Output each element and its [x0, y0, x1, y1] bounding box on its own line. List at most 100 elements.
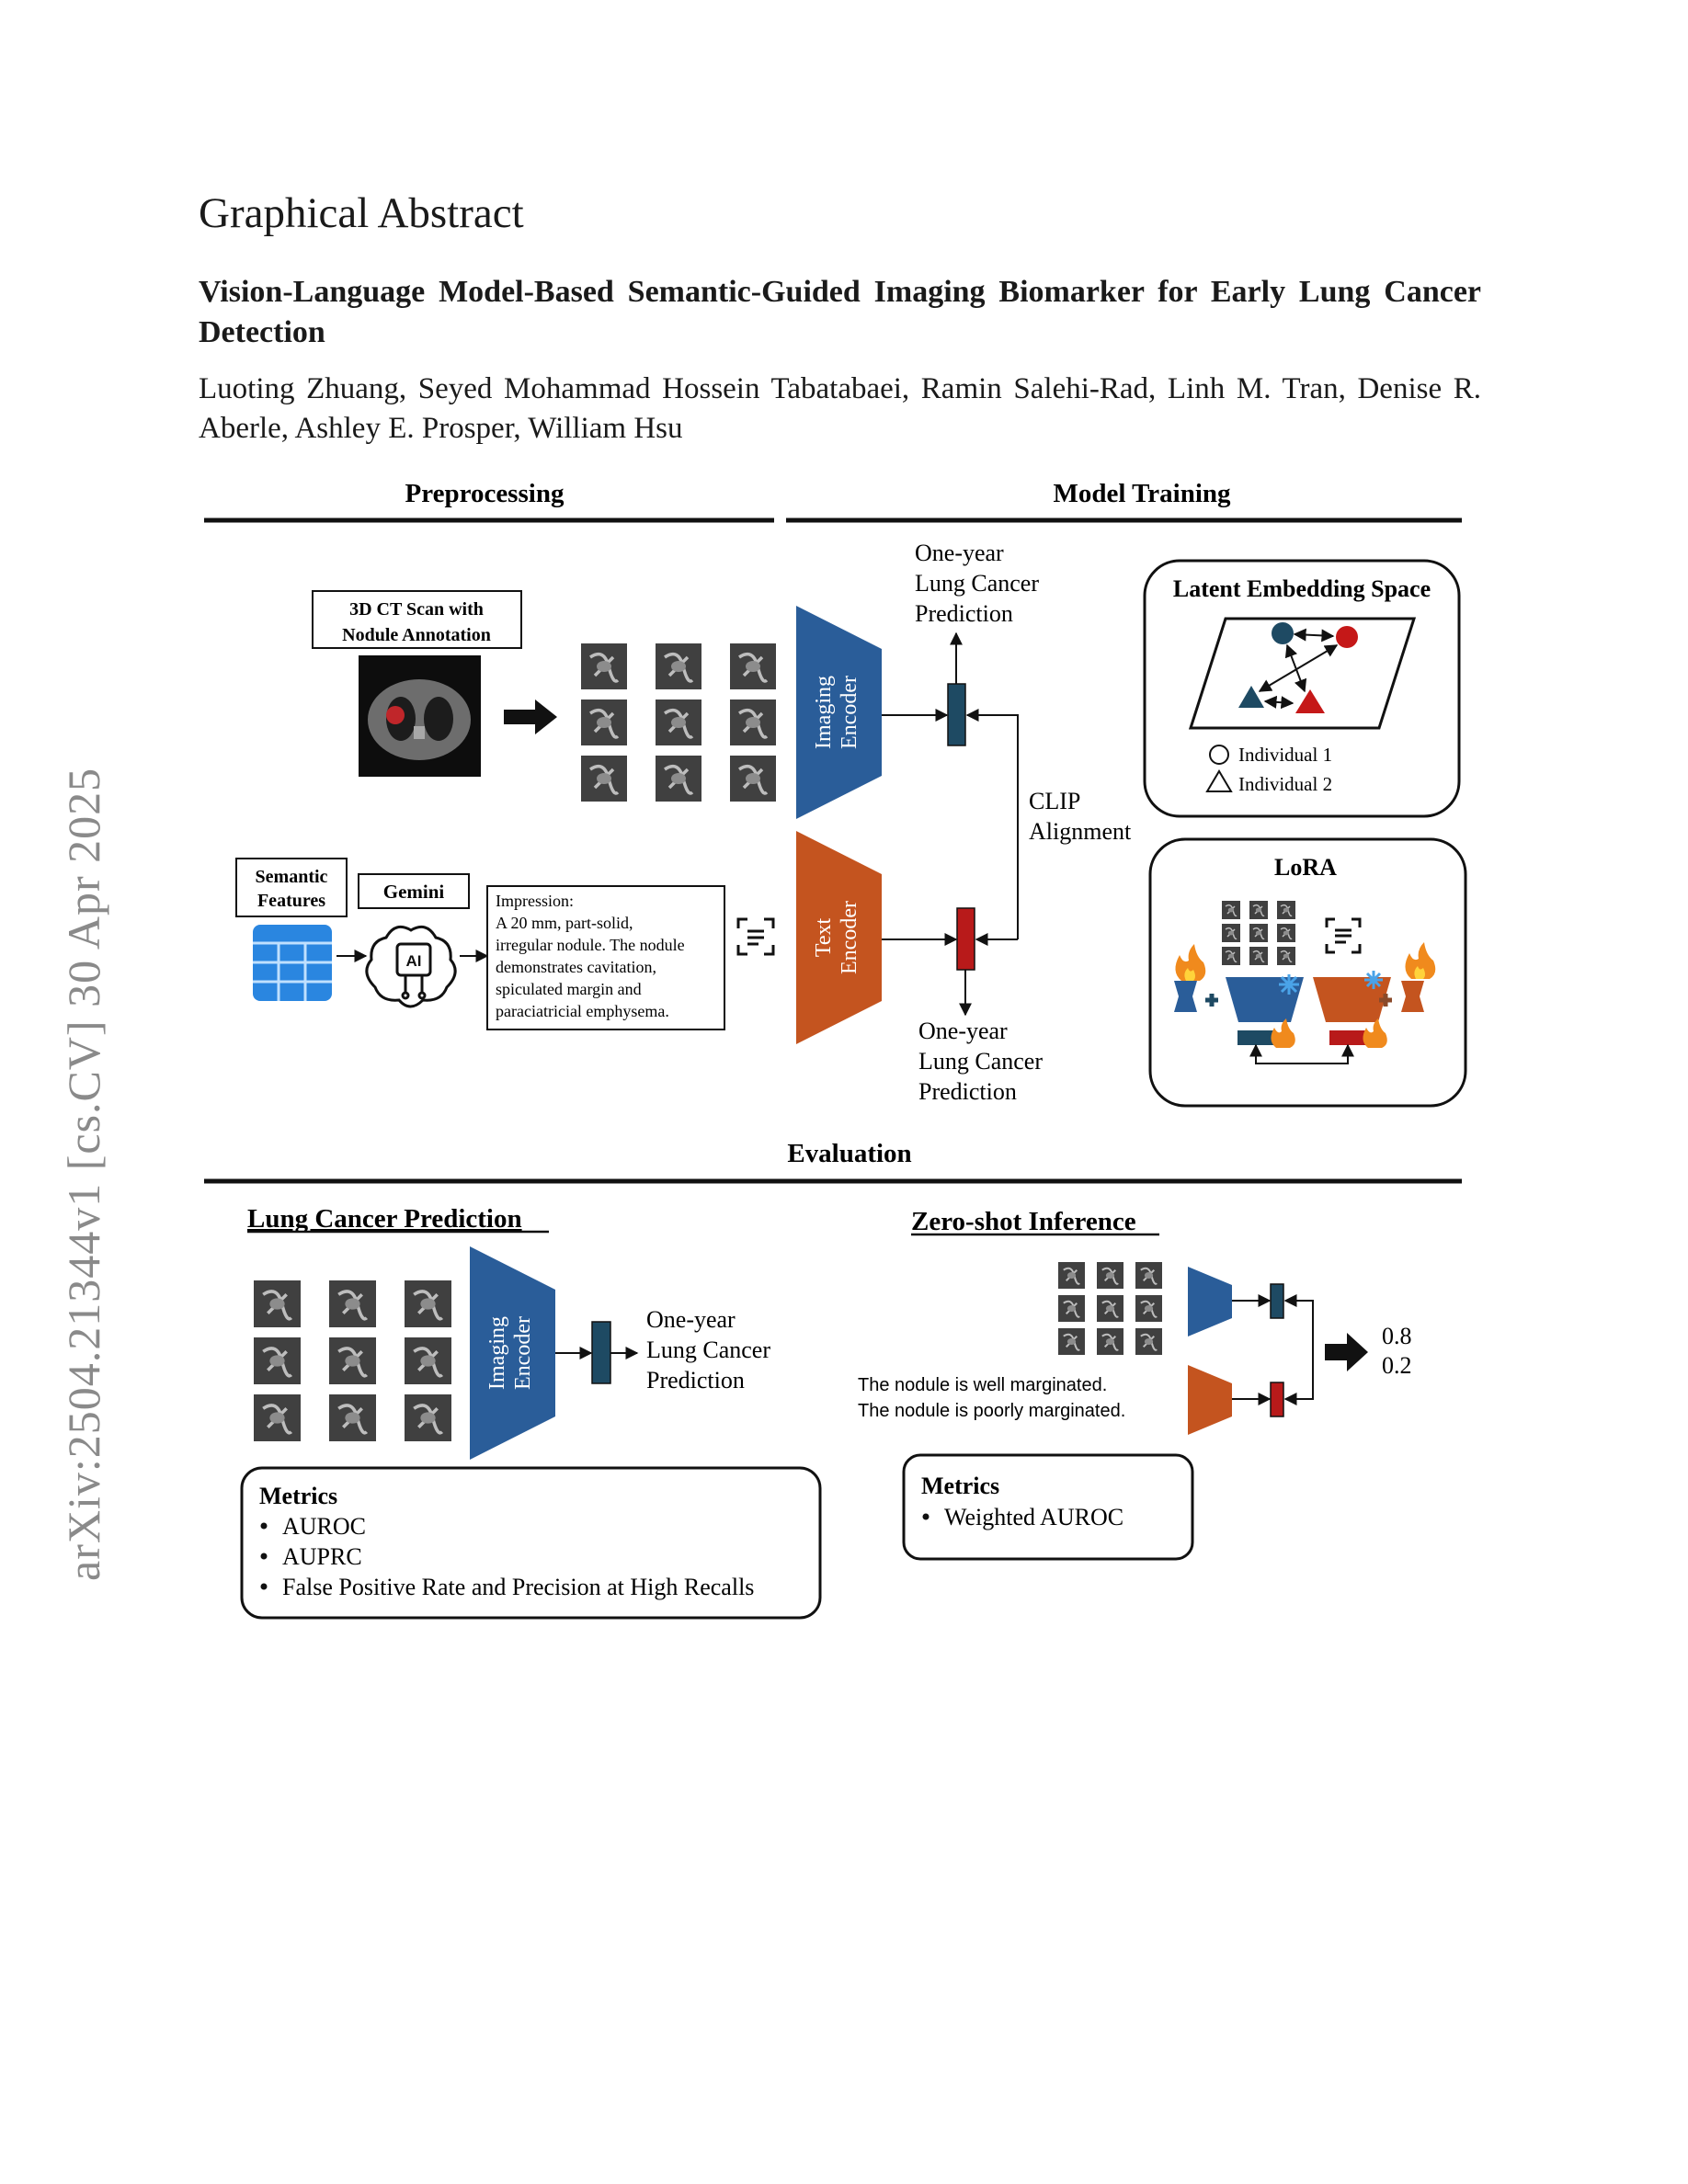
svg-text:AUPRC: AUPRC	[282, 1543, 362, 1570]
triangle-legend-icon	[1205, 769, 1233, 792]
nodule-patch-thumbnail	[1135, 1262, 1162, 1289]
nodule-patch-grid	[581, 643, 776, 802]
zs-image-embedding	[1270, 1283, 1284, 1319]
nodule-patch-thumbnail	[1097, 1328, 1123, 1355]
svg-text:Encoder: Encoder	[511, 1316, 535, 1390]
nodule-patch-thumbnail	[1277, 924, 1295, 942]
svg-text:Features: Features	[257, 891, 325, 911]
svg-text:Prediction: Prediction	[646, 1367, 745, 1393]
svg-text:Individual 1: Individual 1	[1238, 744, 1332, 766]
svg-text:Gemini: Gemini	[383, 881, 445, 903]
clip-alignment-connector	[965, 709, 1019, 939]
svg-text:Prediction: Prediction	[915, 600, 1013, 627]
zs-similarity-connector	[1283, 1294, 1314, 1405]
prediction-label-top: One-year Lung Cancer Prediction	[915, 540, 1039, 627]
nodule-patch-thumbnail	[329, 1337, 376, 1384]
circle-legend-icon	[1209, 745, 1229, 765]
svg-text:Weighted AUROC: Weighted AUROC	[944, 1504, 1123, 1530]
svg-text:Imaging: Imaging	[485, 1316, 509, 1390]
lora-patch-grid	[1222, 901, 1295, 965]
svg-text:paraciatricial emphysema.: paraciatricial emphysema.	[496, 1002, 669, 1020]
model-training-heading: Model Training	[1053, 479, 1231, 508]
zs-text-embedding	[1270, 1382, 1284, 1417]
nodule-patch-thumbnail	[656, 700, 701, 745]
nodule-patch-thumbnail	[405, 1394, 451, 1441]
author-list: Luoting Zhuang, Seyed Mohammad Hossein T…	[199, 372, 1481, 445]
svg-text:Prediction: Prediction	[918, 1078, 1017, 1105]
section-heading: Graphical Abstract	[199, 189, 524, 237]
document-scan-icon	[1325, 917, 1362, 954]
svg-text:A 20 mm, part-solid,: A 20 mm, part-solid,	[496, 914, 633, 932]
svg-text:3D CT Scan with: 3D CT Scan with	[349, 599, 484, 620]
svg-text:Lung Cancer: Lung Cancer	[646, 1337, 770, 1363]
evaluation-heading: Evaluation	[787, 1139, 911, 1168]
individual-1-text-point	[1336, 626, 1358, 648]
nodule-patch-thumbnail	[1249, 924, 1268, 942]
svg-text:Lung Cancer: Lung Cancer	[918, 1048, 1043, 1075]
trainable-flame-icon	[1175, 942, 1436, 1048]
lora-panel: LoRA	[1148, 837, 1467, 1108]
evaluation-imaging-encoder: Imaging Encoder	[470, 1246, 555, 1460]
svg-text:Latent Embedding Space: Latent Embedding Space	[1173, 575, 1431, 602]
svg-text:LoRA: LoRA	[1274, 854, 1337, 881]
individual-2-text-point	[1295, 689, 1325, 713]
svg-text:Encoder: Encoder	[838, 676, 861, 749]
zs-score-well: 0.8	[1382, 1323, 1412, 1349]
nodule-patch-thumbnail	[1097, 1262, 1123, 1289]
nodule-patch-thumbnail	[581, 643, 627, 689]
latent-embedding-panel: Latent Embedding Space Individual 1 Indi…	[1143, 559, 1461, 818]
clip-alignment-label: CLIP Alignment	[1029, 788, 1132, 845]
nodule-patch-thumbnail	[329, 1394, 376, 1441]
nodule-patch-thumbnail	[1222, 947, 1240, 965]
lung-cancer-metrics-box: Metrics AUROC AUPRC False Positive Rate …	[240, 1466, 822, 1620]
zs-prompt-poor: The nodule is poorly marginated.	[858, 1401, 1125, 1421]
svg-text:Metrics: Metrics	[259, 1483, 337, 1509]
nodule-patch-thumbnail	[730, 643, 776, 689]
ai-brain-icon: AI	[365, 925, 457, 1008]
individual-2-image-point	[1238, 686, 1264, 708]
svg-text:AI: AI	[406, 952, 422, 970]
eval-embedding-bar	[591, 1321, 611, 1384]
text-encoder: Text Encoder	[796, 831, 882, 1044]
nodule-patch-thumbnail	[254, 1394, 301, 1441]
imaging-encoder: Imaging Encoder	[796, 606, 882, 819]
nodule-patch-thumbnail	[1277, 901, 1295, 919]
image-embedding-bar	[947, 683, 966, 746]
evaluation-patch-grid	[254, 1280, 451, 1441]
zs-text-encoder	[1188, 1365, 1232, 1435]
svg-text:Metrics: Metrics	[921, 1473, 999, 1499]
svg-text:AUROC: AUROC	[282, 1513, 366, 1540]
gemini-label: Gemini	[358, 873, 470, 909]
zero-shot-title: Zero-shot Inference	[911, 1207, 1136, 1236]
svg-text:Imaging: Imaging	[812, 676, 836, 749]
svg-text:One-year: One-year	[915, 540, 1004, 566]
zs-prompt-well: The nodule is well marginated.	[858, 1375, 1107, 1395]
nodule-patch-thumbnail	[1058, 1295, 1085, 1322]
svg-text:Impression:: Impression:	[496, 892, 574, 910]
nodule-patch-thumbnail	[730, 700, 776, 745]
ct-scan-label: 3D CT Scan with Nodule Annotation	[312, 590, 522, 649]
frozen-snowflake-icon	[1279, 971, 1383, 995]
zs-image-encoder	[1188, 1267, 1232, 1337]
nodule-patch-thumbnail	[405, 1280, 451, 1327]
svg-text:demonstrates cavitation,: demonstrates cavitation,	[496, 958, 656, 976]
nodule-patch-thumbnail	[1058, 1262, 1085, 1289]
nodule-patch-thumbnail	[1222, 924, 1240, 942]
lora-adapter-left	[1174, 981, 1197, 1012]
zero-shot-metrics-box: Metrics Weighted AUROC	[902, 1453, 1194, 1561]
zero-shot-patch-grid	[1058, 1262, 1162, 1355]
svg-text:Individual 2: Individual 2	[1238, 773, 1332, 795]
eval-prediction-label: One-year Lung Cancer Prediction	[646, 1306, 770, 1393]
semantic-features-label: Semantic Features	[235, 858, 348, 917]
nodule-patch-thumbnail	[730, 756, 776, 802]
table-icon	[253, 925, 332, 1001]
svg-text:irregular nodule. The nodule: irregular nodule. The nodule	[496, 936, 685, 954]
preprocessing-heading: Preprocessing	[405, 479, 565, 508]
svg-text:Alignment: Alignment	[1029, 818, 1132, 845]
nodule-patch-thumbnail	[329, 1280, 376, 1327]
nodule-patch-thumbnail	[405, 1337, 451, 1384]
svg-text:Nodule Annotation: Nodule Annotation	[342, 625, 491, 645]
right-arrow-icon	[1325, 1333, 1368, 1371]
svg-text:One-year: One-year	[918, 1018, 1008, 1044]
